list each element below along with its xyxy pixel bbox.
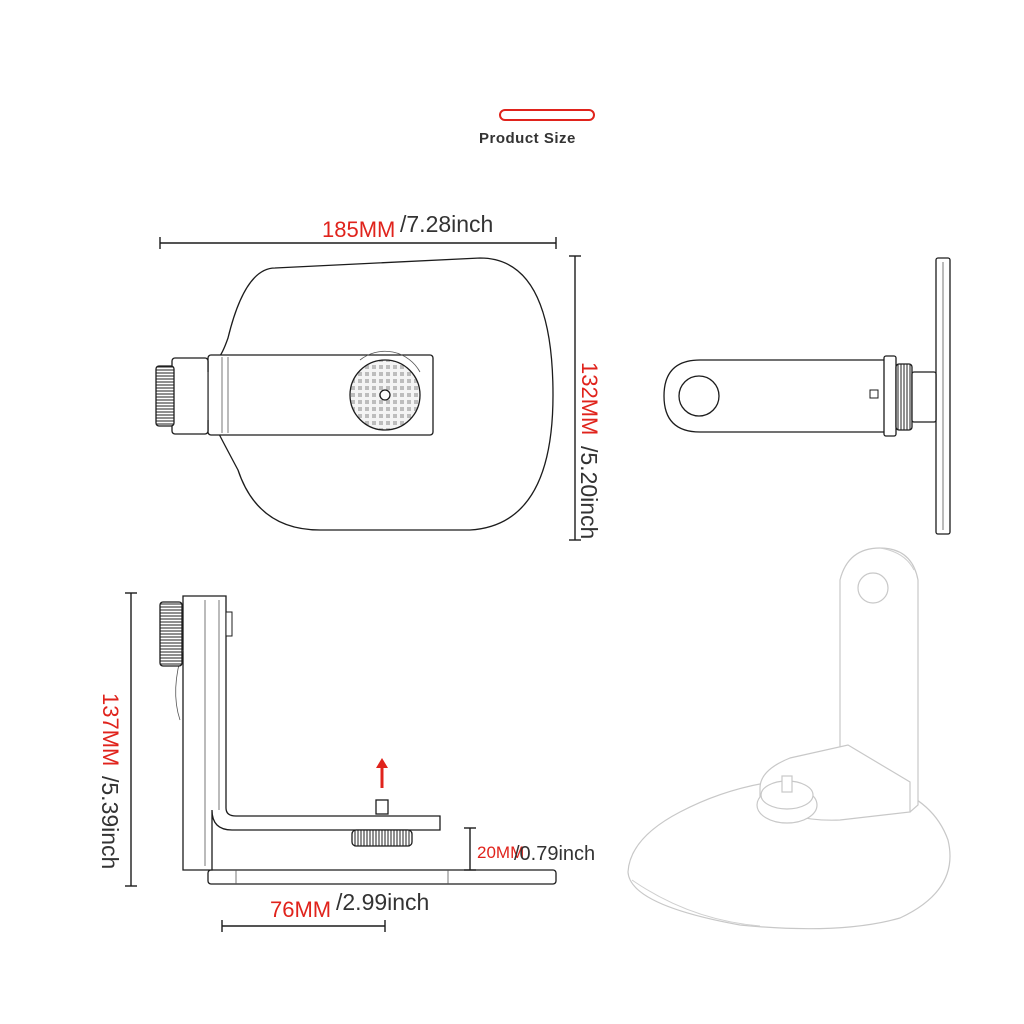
depth-dimension: 132MM /5.20inch (569, 255, 602, 541)
depth-mm-label: 132MM (577, 362, 602, 435)
height-inch-label: /5.39inch (97, 776, 123, 869)
width-dimension: 185MM /7.28inch (159, 211, 557, 249)
page-title: Product Size (479, 130, 576, 147)
width-mm-label: 185MM (322, 217, 395, 242)
height-mm-label: 137MM (98, 693, 123, 766)
up-arrow-icon (376, 758, 388, 788)
front-view (159, 595, 557, 885)
base-height-mm-label: 20MM (477, 843, 524, 862)
top-view (155, 257, 554, 531)
header: Product Size (479, 109, 595, 147)
depth-inch-label: /5.20inch (576, 446, 602, 539)
side-view (663, 257, 951, 535)
perspective-view (627, 547, 951, 930)
arm-width-mm-label: 76MM (270, 897, 331, 922)
arm-width-inch-label: /2.99inch (336, 889, 429, 915)
base-height-inch-label: /0.79inch (514, 843, 595, 865)
height-dimension: 137MM /5.39inch (97, 592, 137, 887)
base-height-dimension: 20MM /0.79inch (464, 827, 595, 871)
width-inch-label: /7.28inch (400, 211, 493, 237)
title-pill (499, 109, 595, 121)
arm-width-dimension: 76MM /2.99inch (221, 889, 429, 932)
